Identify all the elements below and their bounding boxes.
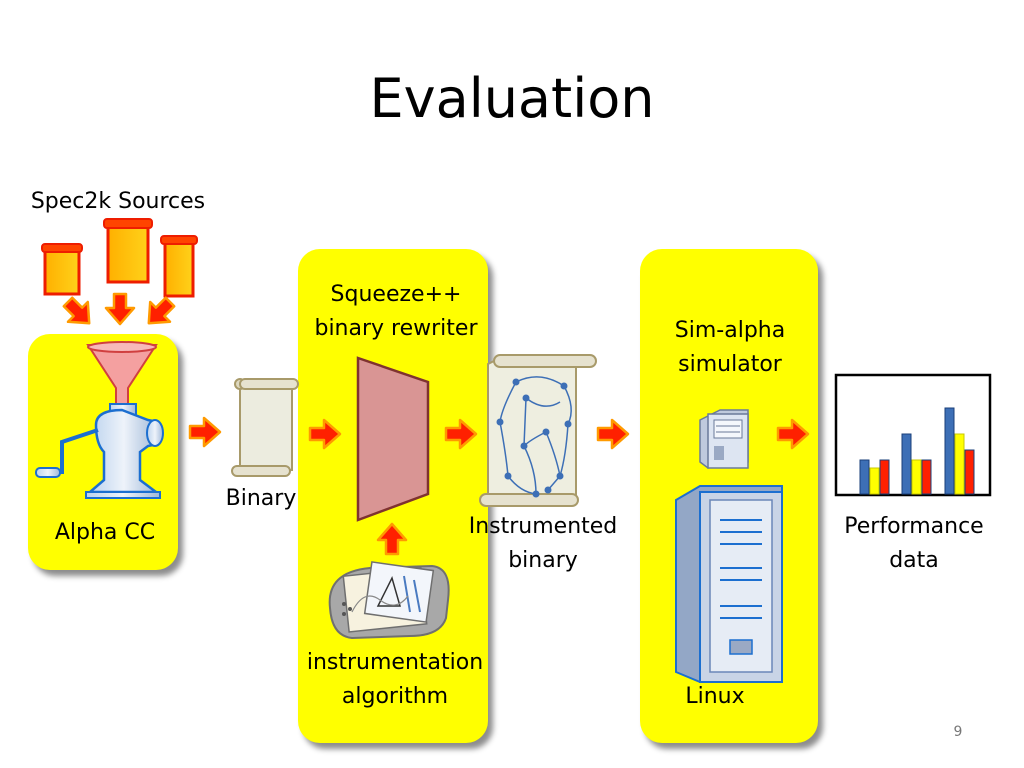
computer-tower-icon [699,409,749,469]
instrumentation-algorithm-label: instrumentation algorithm [292,646,498,714]
graph-scroll-icon [479,354,597,507]
chart-bar-3-red [964,449,975,495]
chart-bar-1-yellow [869,467,880,495]
chart-bar-2-yellow [911,459,922,495]
squeeze-label-line2: binary rewriter [314,316,478,341]
linux-label: Linux [685,684,745,709]
page-number: 9 [953,724,963,740]
instrumented-line2: binary [508,548,578,573]
binary-label: Binary [225,486,297,511]
instr-algo-line2: algorithm [341,684,449,709]
sources-arrows [56,290,182,335]
source-scroll-left [41,243,83,296]
bar-chart-icon [834,373,992,497]
meat-grinder-icon [35,341,164,499]
sim-alpha-label: Sim-alpha simulator [630,314,830,382]
source-scroll-center [103,218,153,284]
chart-bar-3-blue [944,407,955,495]
sim-line1: Sim-alpha [674,318,786,343]
instrumented-line1: Instrumented [468,514,618,539]
instr-algo-line1: instrumentation [306,650,484,675]
scroll-icon [231,378,299,477]
scroll-stack-icon [41,218,198,298]
performance-data-label: Performance data [828,510,1000,578]
slide-title: Evaluation [369,67,655,130]
squeeze-label: Squeeze++ binary rewriter [298,278,494,346]
source-scroll-right [160,235,198,298]
chart-bar-2-red [921,459,932,495]
chart-bar-1-blue [859,459,870,495]
chart-bar-3-yellow [954,433,965,495]
server-tower-icon [675,485,783,684]
chart-bar-1-red [879,459,890,495]
squeeze-label-line1: Squeeze++ [330,282,462,307]
perf-line2: data [889,548,939,573]
chart-bar-2-blue [901,433,912,495]
alpha-cc-label: Alpha CC [54,520,156,545]
instrumented-binary-label: Instrumented binary [456,510,630,578]
blueprint-icon [328,561,450,640]
spec-sources-label: Spec2k Sources [30,189,206,214]
sim-line2: simulator [678,352,782,377]
trapezoid-shape [356,356,430,522]
perf-line1: Performance [844,514,984,539]
